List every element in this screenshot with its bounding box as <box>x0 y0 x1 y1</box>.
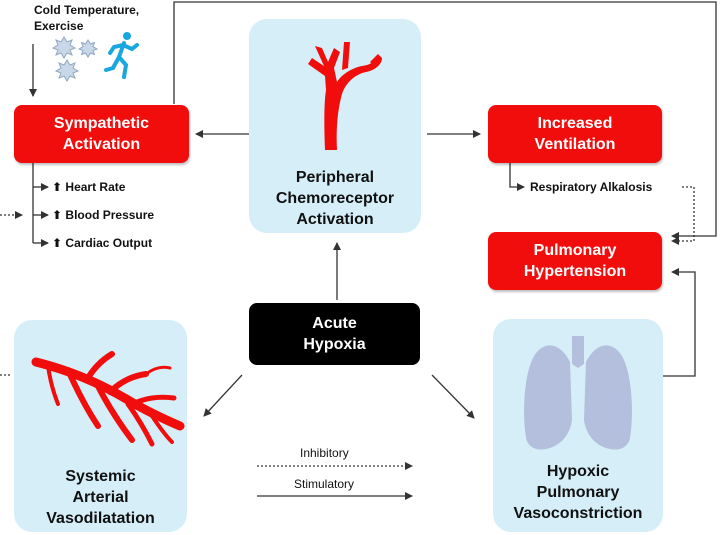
effect-heart-rate: ⬆ Heart Rate <box>52 180 125 194</box>
effect-blood-pressure: ⬆ Blood Pressure <box>52 208 154 222</box>
hypoxia-line1: Acute <box>312 315 357 332</box>
effect-cardiac-output: ⬆ Cardiac Output <box>52 236 152 250</box>
heart-rate-label: Heart Rate <box>65 180 126 194</box>
ventilation-line1: Increased <box>537 115 613 132</box>
chemoreceptor-label: Peripheral Chemoreceptor Activation <box>249 167 421 230</box>
top-frame-line <box>173 1 717 240</box>
hypertension-line2: Hypertension <box>523 263 627 280</box>
systemic-label: Systemic Arterial Vasodilatation <box>14 466 187 529</box>
to-alkalosis-arrow <box>509 163 525 191</box>
snowflake-icon <box>51 36 99 82</box>
hypoxia-to-pulmonary-arrow <box>431 374 475 419</box>
cardiac-output-label: Cardiac Output <box>65 236 153 250</box>
chemoreceptor-line3: Activation <box>296 211 374 228</box>
trigger-label-line2: Exercise <box>34 19 84 33</box>
hypoxia-to-systemic-arrow <box>203 374 243 417</box>
sympathetic-line2: Activation <box>62 136 141 153</box>
chemoreceptor-line1: Peripheral <box>295 169 375 186</box>
increased-ventilation-box: Increased Ventilation <box>488 105 662 163</box>
lungs-icon <box>524 336 632 450</box>
sympathetic-line1: Sympathetic <box>53 115 150 132</box>
pulmonary-line2: Pulmonary <box>536 484 620 501</box>
systemic-line2: Arterial <box>72 489 129 506</box>
alkalosis-inhibitory-arrow <box>671 186 695 245</box>
pulmonary-line1: Hypoxic <box>546 463 610 480</box>
runner-icon <box>104 32 139 79</box>
systemic-line1: Systemic <box>65 468 136 485</box>
pulmonary-label: Hypoxic Pulmonary Vasoconstriction <box>493 461 663 524</box>
blood-pressure-label: Blood Pressure <box>65 208 155 222</box>
ventilation-line2: Ventilation <box>534 136 616 153</box>
trigger-label-line1: Cold Temperature, <box>34 3 140 17</box>
sympathetic-activation-box: Sympathetic Activation <box>14 105 189 163</box>
hypoxia-line2: Hypoxia <box>303 336 366 353</box>
artery-branches-icon <box>31 351 185 447</box>
up-arrow-icon: ⬆ <box>52 180 63 194</box>
chemoreceptor-line2: Chemoreceptor <box>275 190 395 207</box>
up-arrow-icon: ⬆ <box>52 208 63 222</box>
up-arrow-icon: ⬆ <box>52 236 63 250</box>
legend-stimulatory-label: Stimulatory <box>294 477 355 491</box>
vasoconstriction-to-hypertension-arrow <box>663 268 696 377</box>
respiratory-alkalosis-label: Respiratory Alkalosis <box>530 180 653 194</box>
artery-icon <box>308 42 382 150</box>
pulmonary-line3: Vasoconstriction <box>513 505 643 522</box>
acute-hypoxia-box: Acute Hypoxia <box>249 303 420 365</box>
legend-inhibitory-label: Inhibitory <box>300 446 349 460</box>
systemic-line3: Vasodilatation <box>46 510 155 527</box>
hypertension-line1: Pulmonary <box>533 242 617 259</box>
pulmonary-hypertension-box: Pulmonary Hypertension <box>488 232 662 290</box>
